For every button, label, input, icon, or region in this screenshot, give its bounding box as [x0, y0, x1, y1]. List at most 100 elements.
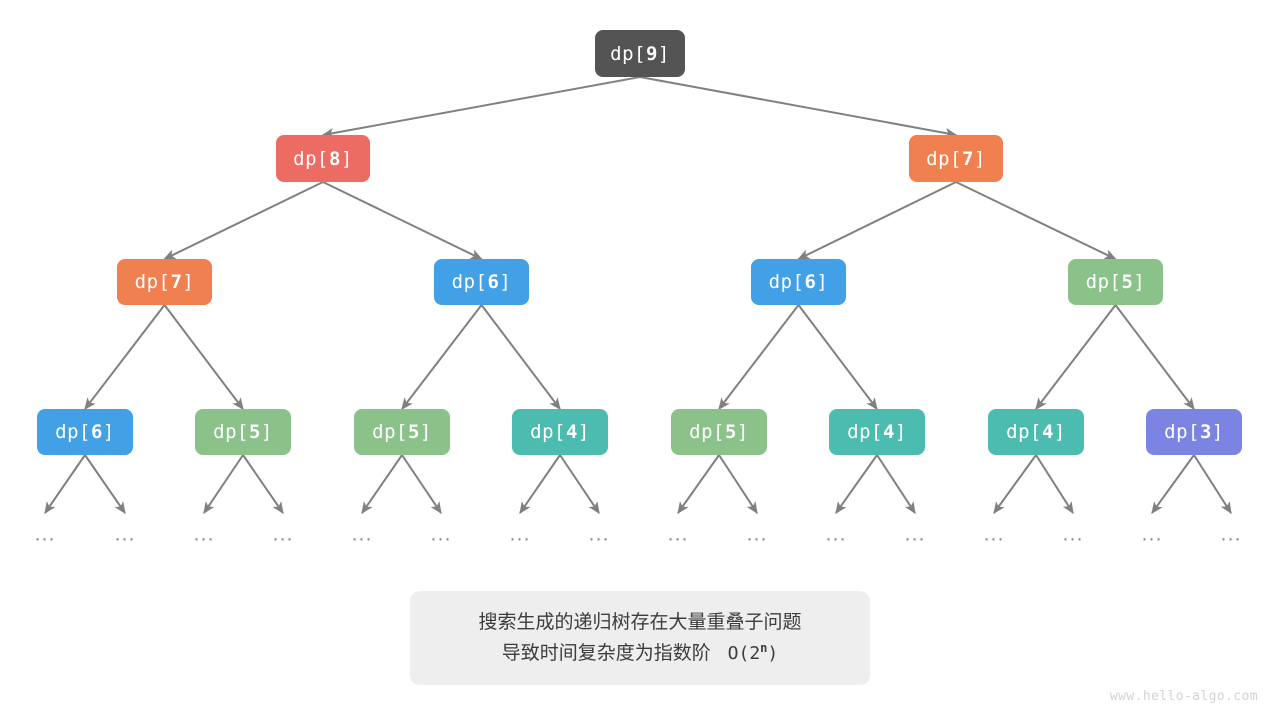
- node-label: dp[6]: [769, 271, 829, 293]
- node-label-value: 5: [1121, 271, 1134, 293]
- leaf-edge-13: [1035, 454, 1074, 515]
- node-label-prefix: dp[: [1085, 271, 1122, 293]
- leaf-ellipsis-14: ...: [1141, 523, 1163, 546]
- tree-node-n4: dp[6]: [434, 259, 529, 305]
- leaf-ellipsis-9: ...: [746, 523, 768, 546]
- node-label: dp[5]: [372, 421, 432, 443]
- node-label-suffix: ]: [577, 421, 590, 443]
- tree-node-n2: dp[7]: [909, 135, 1003, 182]
- leaf-edge-14: [1151, 454, 1195, 514]
- node-label: dp[6]: [55, 421, 115, 443]
- tree-edge-n5-to-n12: [797, 304, 878, 410]
- leaf-ellipsis-4: ...: [351, 523, 373, 546]
- node-label-suffix: ]: [736, 421, 749, 443]
- node-label-suffix: ]: [499, 271, 512, 293]
- node-label: dp[5]: [213, 421, 273, 443]
- complexity-expression: O(2n): [717, 641, 779, 664]
- leaf-edge-4: [361, 454, 403, 514]
- node-label-suffix: ]: [973, 147, 986, 170]
- tree-node-n10: dp[4]: [512, 409, 608, 455]
- node-label-suffix: ]: [419, 421, 432, 443]
- tree-node-n13: dp[4]: [988, 409, 1084, 455]
- complexity-exponent: n: [760, 641, 768, 655]
- leaf-ellipsis-2: ...: [193, 523, 215, 546]
- node-label-value: 4: [565, 421, 578, 443]
- node-label-prefix: dp[: [55, 421, 91, 443]
- node-label: dp[4]: [530, 421, 590, 443]
- node-label-prefix: dp[: [768, 271, 805, 293]
- node-label: dp[4]: [847, 421, 907, 443]
- leaf-edge-15: [1193, 454, 1232, 515]
- leaf-edge-2: [203, 454, 244, 514]
- tree-node-n1: dp[8]: [276, 135, 370, 182]
- tree-edge-n2-to-n5: [797, 181, 957, 260]
- node-label-value: 4: [882, 421, 895, 443]
- node-label-value: 6: [487, 271, 500, 293]
- node-label-prefix: dp[: [293, 147, 329, 170]
- node-label-value: 7: [961, 147, 974, 170]
- node-label-suffix: ]: [1053, 421, 1066, 443]
- tree-node-n11: dp[5]: [671, 409, 767, 455]
- node-label-suffix: ]: [816, 271, 829, 293]
- tree-edge-n3-to-n7: [84, 304, 166, 410]
- caption-line-2-text: 导致时间复杂度为指数阶: [501, 642, 711, 664]
- node-label-value: 6: [90, 421, 103, 443]
- node-label-prefix: dp[: [847, 421, 883, 443]
- node-label-value: 8: [328, 147, 341, 170]
- watermark: www.hello-algo.com: [1109, 689, 1258, 704]
- leaf-edge-1: [84, 454, 126, 514]
- leaf-edge-11: [876, 454, 916, 515]
- leaf-ellipsis-5: ...: [430, 523, 452, 546]
- node-label: dp[7]: [926, 148, 986, 170]
- leaf-edge-10: [835, 454, 878, 514]
- node-label-prefix: dp[: [530, 421, 566, 443]
- node-label: dp[9]: [610, 43, 670, 65]
- node-label-prefix: dp[: [689, 421, 725, 443]
- tree-node-n8: dp[5]: [195, 409, 291, 455]
- node-label-value: 3: [1199, 421, 1212, 443]
- leaf-edge-0: [44, 454, 86, 514]
- leaf-ellipsis-1: ...: [114, 523, 136, 546]
- tree-edge-n1-to-n4: [322, 181, 483, 260]
- leaf-ellipsis-13: ...: [1062, 523, 1084, 546]
- tree-edge-n6-to-n13: [1035, 304, 1117, 410]
- node-label-value: 5: [407, 421, 420, 443]
- node-label: dp[3]: [1164, 421, 1224, 443]
- leaf-ellipsis-15: ...: [1220, 523, 1242, 546]
- node-label-suffix: ]: [102, 421, 115, 443]
- node-label-prefix: dp[: [213, 421, 249, 443]
- node-label: dp[5]: [1086, 271, 1146, 293]
- leaf-ellipsis-7: ...: [588, 523, 610, 546]
- tree-node-n3: dp[7]: [117, 259, 212, 305]
- leaf-edge-8: [677, 454, 720, 514]
- complexity-close-paren: ): [767, 643, 779, 664]
- node-label-suffix: ]: [894, 421, 907, 443]
- tree-edge-n4-to-n10: [480, 304, 561, 410]
- leaf-edge-9: [718, 454, 758, 515]
- node-label: dp[6]: [452, 271, 512, 293]
- leaf-edge-5: [401, 454, 442, 514]
- node-label-prefix: dp[: [926, 147, 962, 170]
- leaf-ellipsis-3: ...: [272, 523, 294, 546]
- leaf-ellipsis-0: ...: [34, 523, 56, 546]
- node-label-prefix: dp[: [451, 271, 488, 293]
- node-label-value: 7: [170, 271, 183, 293]
- node-label-suffix: ]: [182, 271, 195, 293]
- caption-line-1: 搜索生成的递归树存在大量重叠子问题: [478, 611, 802, 634]
- leaf-ellipsis-10: ...: [825, 523, 847, 546]
- tree-node-n6: dp[5]: [1068, 259, 1163, 305]
- node-label-suffix: ]: [657, 42, 670, 65]
- node-label-prefix: dp[: [1006, 421, 1042, 443]
- tree-node-n14: dp[3]: [1146, 409, 1242, 455]
- node-label: dp[8]: [293, 148, 353, 170]
- tree-node-n12: dp[4]: [829, 409, 925, 455]
- tree-edge-n5-to-n11: [718, 304, 800, 410]
- tree-edge-n6-to-n14: [1114, 304, 1195, 410]
- caption-line-2: 导致时间复杂度为指数阶 O(2n): [502, 640, 779, 667]
- tree-node-n9: dp[5]: [354, 409, 450, 455]
- tree-node-n5: dp[6]: [751, 259, 846, 305]
- leaf-edge-6: [519, 454, 561, 514]
- node-label-value: 4: [1041, 421, 1054, 443]
- tree-edge-n3-to-n8: [163, 304, 244, 410]
